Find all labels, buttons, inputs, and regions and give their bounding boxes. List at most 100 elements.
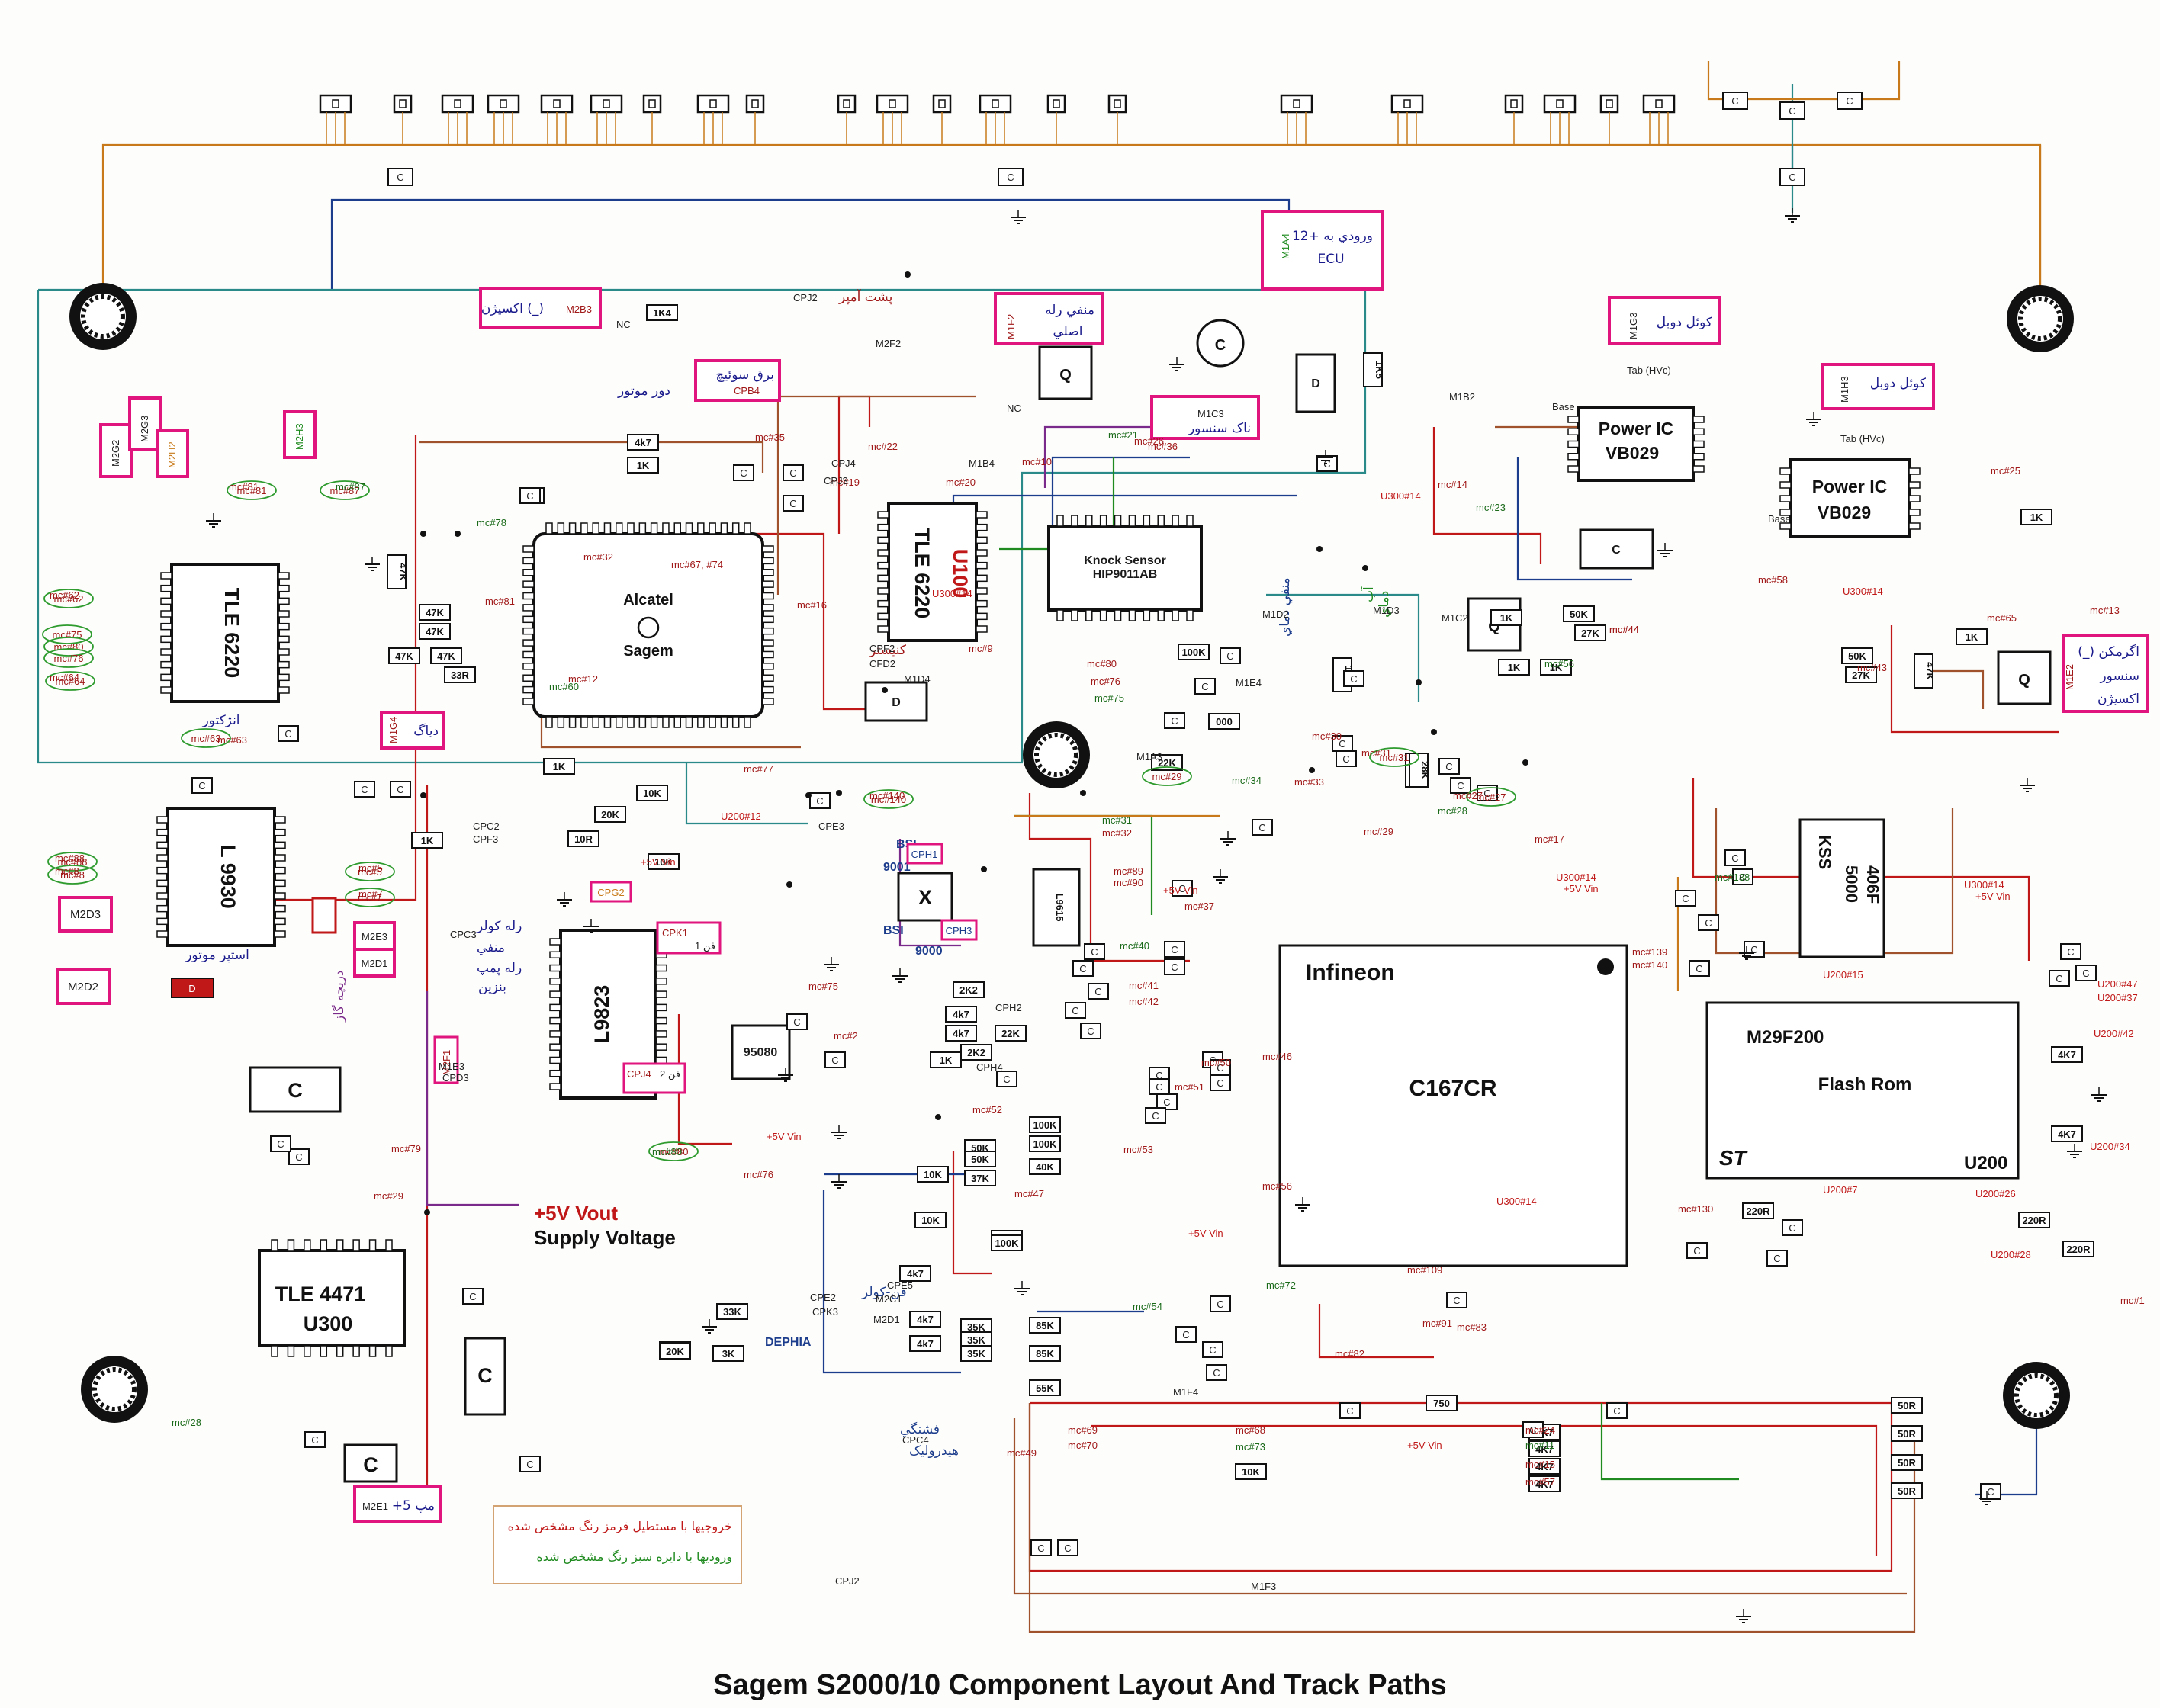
junction-dot [836,790,842,796]
u-ref-label: U300#14 [1556,872,1596,883]
pink-box-m2d3: M2D3 [58,896,113,933]
svg-text:C: C [1209,1344,1216,1356]
pin-code-label: Base [1768,513,1791,525]
mc-label: mc#90 [1114,877,1143,888]
capacitor-small: C [304,1431,326,1448]
capacitor-small: C [1779,168,1805,186]
resistor: 50K [1563,605,1595,622]
mounting-hole-middle [1023,721,1090,788]
svg-text:C: C [1217,1077,1223,1089]
svg-text:1K: 1K [1966,631,1978,643]
svg-text:C: C [1445,761,1452,772]
alcatel-label: Alcatel [623,592,673,608]
svg-text:mc#76: mc#76 [53,653,83,664]
svg-text:C: C [1087,1026,1094,1037]
svg-text:1K: 1K [421,835,434,846]
svg-text:C: C [1789,172,1795,183]
ground-icon [831,1174,847,1189]
capacitor-small: C [1724,849,1746,866]
pin-code-label: M1E4 [1236,677,1262,689]
mc-label: mc#28 [172,1417,201,1428]
capacitor-small: C [278,725,299,742]
tle6220-mid-label: TLE 6220 [911,528,934,619]
svg-text:C: C [526,490,533,502]
mc-label: mc#68 [1236,1424,1265,1436]
l9930-label: L 9930 [217,845,239,909]
pink-box-fan2: CPJ4 فن 2 [622,1062,686,1094]
svg-text:1K: 1K [637,460,650,471]
input-marker: mc#7 [345,888,395,907]
capacitor-small: C [462,1288,484,1305]
capacitor-small: C [1980,1483,2001,1500]
ground-icon [1014,1281,1030,1295]
pink-box-dual-coil-1: کوئل دوبل M1G3 [1608,296,1721,345]
mc-label: mc#72 [1266,1279,1296,1291]
capacitor-small: C [1744,941,1765,958]
mc-label: mc#14 [1438,479,1467,490]
resistor: 4K7 [1528,1440,1561,1457]
svg-text:C: C [198,780,205,791]
ground-icon [831,1125,847,1139]
legend-inputs-green: ورودیها با دایره سبز رنگ مشخص شده [536,1549,732,1565]
resistor: 85K [1029,1345,1061,1362]
svg-text:C: C [311,1434,318,1446]
resistor: 22K [995,1025,1027,1042]
svg-text:50K: 50K [1848,650,1866,662]
svg-text:اصلي: اصلي [1053,324,1083,339]
svg-text:27K: 27K [1581,628,1599,639]
svg-text:35K: 35K [967,1348,985,1360]
page-title: Sagem S2000/10 Component Layout And Trac… [713,1669,1447,1701]
kss-sensor-chip: KSS 5000 406F [1798,818,1885,958]
capacitor-small: C [1194,678,1216,695]
mc-label: mc#52 [972,1104,1002,1116]
top-pad [1543,94,1577,145]
u-ref-label: U200#34 [2090,1141,2130,1152]
svg-text:33K: 33K [723,1306,741,1318]
flash-ref-label: U200 [1964,1153,2007,1173]
tle4471-label: TLE 4471 [275,1283,366,1305]
pink-box-cph3: CPH3 [940,919,978,941]
input-marker: mc#81 [227,480,277,500]
mounting-holes [69,283,2074,1429]
svg-text:C: C [2082,968,2089,979]
pin-code-label: NC [616,319,631,330]
svg-text:ناک سنسور: ناک سنسور [1188,421,1251,436]
svg-text:C: C [1705,917,1712,929]
capacitor-small: C [2060,943,2081,960]
mc-label: mc#12 [568,673,598,685]
resistor: 47K [430,647,462,664]
svg-text:C: C [363,1453,378,1476]
svg-text:Q: Q [1059,367,1072,384]
top-pad [745,94,765,145]
pin-code-label: M1F4 [1173,1386,1198,1398]
flash-brand-label: ST [1719,1146,1749,1170]
svg-text:35K: 35K [967,1334,985,1346]
resistor: 100K [1178,644,1210,660]
resistor: 1K [1498,659,1530,676]
mc-label: mc#75 [1094,692,1124,704]
vin-label: +5V Vin [641,856,676,868]
svg-text:47K: 47K [395,650,413,662]
pin-code-label: CFD2 [869,658,895,669]
top-pad [319,94,352,145]
capacitor-small: C [1172,880,1193,897]
mc-label: mc#8 [55,865,79,877]
diode-red-2: D [171,978,214,998]
svg-text:4k7: 4k7 [953,1028,969,1039]
pink-box-m2g3: M2G3 [128,396,162,451]
svg-text:C: C [1846,95,1853,107]
input-marker: mc#62 [43,589,94,608]
capacitor-small: C [1175,1326,1197,1343]
pin-code-label: CPJ4 [831,458,856,469]
mc-label: mc#29 [374,1190,403,1202]
note-hydraulic: هیدرولیک [909,1443,959,1459]
svg-text:+5 مپ: +5 مپ [392,1498,435,1514]
svg-text:اکسیژن: اکسیژن [2097,692,2139,707]
diode-d-2: D [864,681,928,722]
mc-label: mc#130 [1678,1203,1713,1215]
note-throttle: دریچه گاز [331,971,347,1023]
svg-text:M2E3: M2E3 [362,931,387,942]
pin-code-label: CPE3 [818,820,844,832]
capacitor-small: C [1522,1421,1544,1438]
